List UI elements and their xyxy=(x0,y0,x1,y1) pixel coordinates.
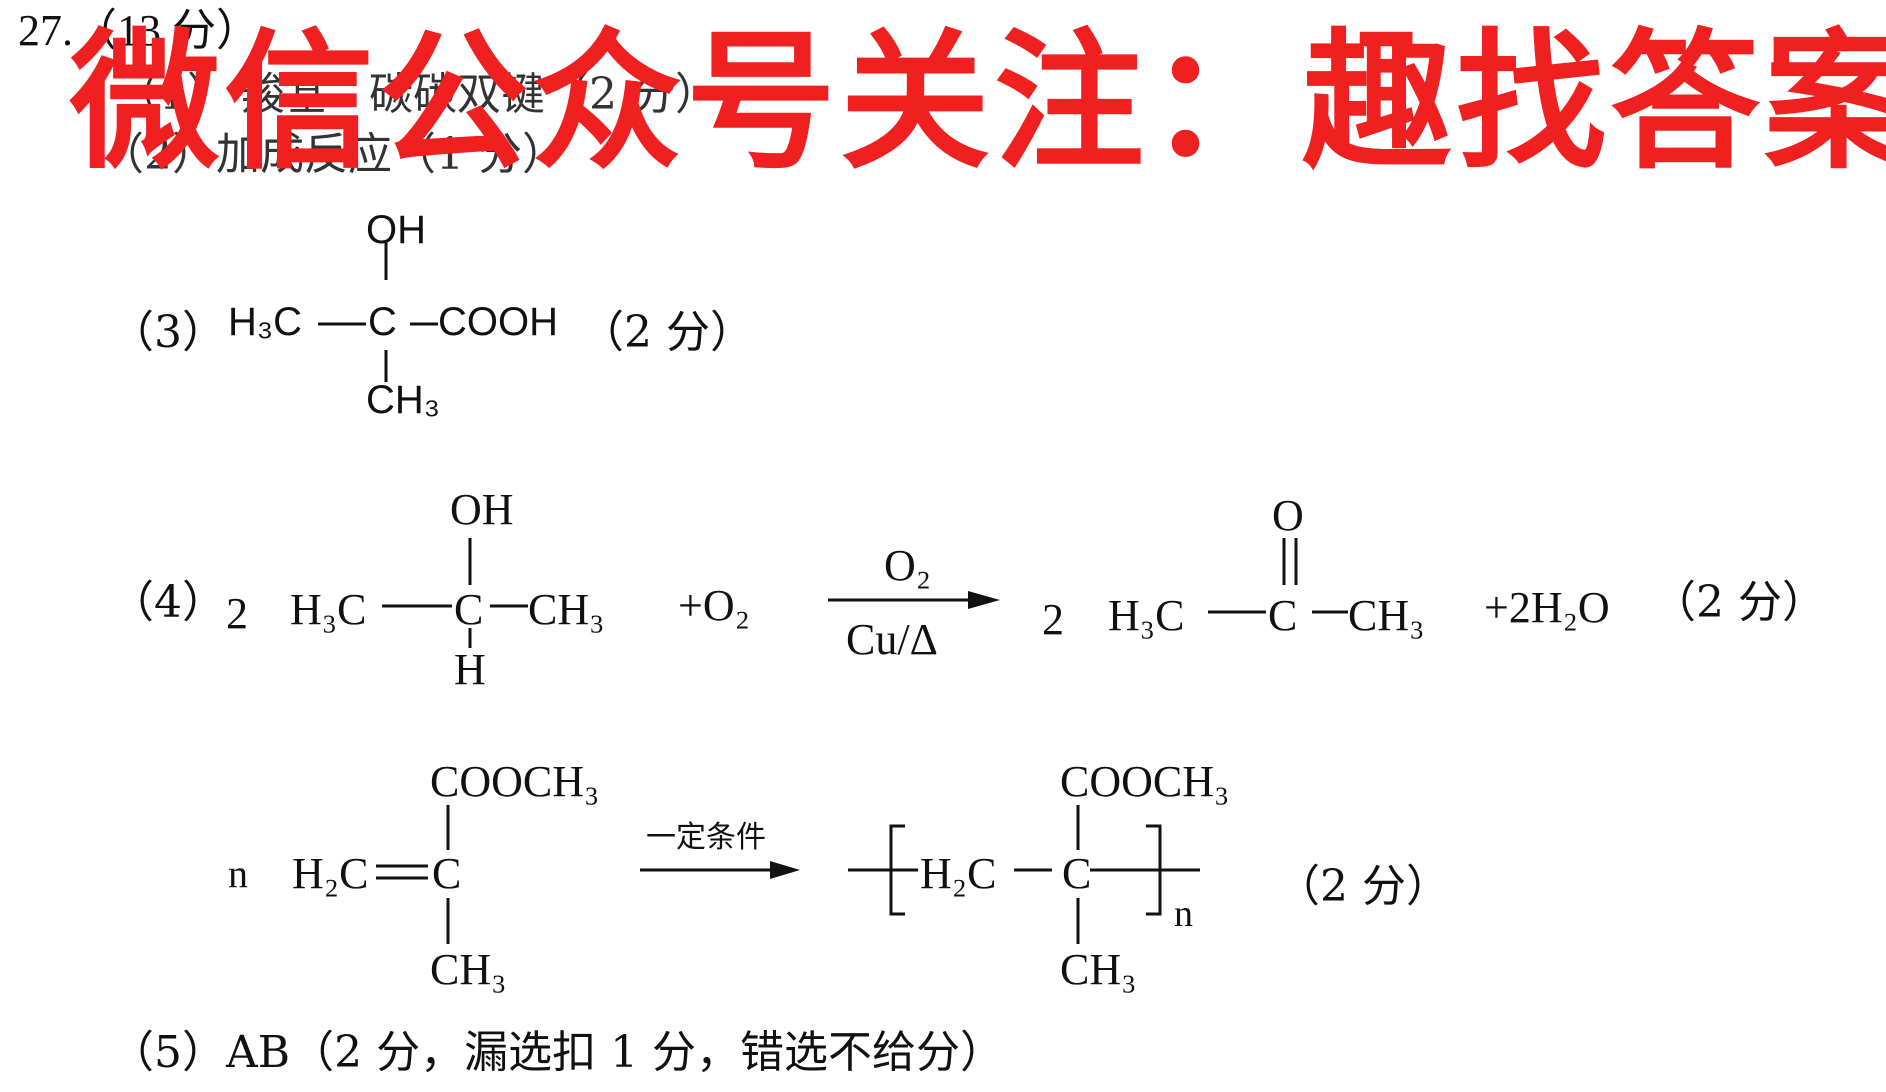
q2-score: （1 分） xyxy=(392,129,566,180)
q4b-cooch3: COOCH₃ xyxy=(430,757,600,806)
q4-carbonyl-carbon: C xyxy=(1268,591,1298,640)
polymer-ch3: CH₃ xyxy=(1060,945,1137,994)
q4b-n: n xyxy=(228,851,248,896)
q4b-arrow-condition: 一定条件 xyxy=(646,820,766,855)
q4b-h2c: H₂C xyxy=(292,849,369,898)
q4-h3c-product: H₃C xyxy=(1108,591,1185,640)
q2-answer: 加成反应 xyxy=(216,129,392,180)
q4-h3c: H₃C xyxy=(290,585,367,634)
q2-number: （2） xyxy=(100,129,216,180)
q3-h3c: H₃C xyxy=(228,300,303,344)
polymer-carbon: C xyxy=(1062,849,1092,898)
question-number: 27.（13 分） xyxy=(18,6,260,55)
q1-answer-2: 碳碳双键 xyxy=(369,69,545,120)
q4-plus-o2: +O₂ xyxy=(678,581,750,630)
q1-answer-1: 羧基 xyxy=(241,69,329,120)
q3-cooh: COOH xyxy=(438,300,558,344)
q1-score: （2 分） xyxy=(545,69,719,120)
q4b-score: （2 分） xyxy=(1276,861,1450,912)
q5-answer: AB（2 分，漏选扣 1 分，错选不给分） xyxy=(226,1027,1005,1078)
q4-coefficient-1: 2 xyxy=(226,589,248,638)
q4-h: H xyxy=(454,645,486,694)
polymer-left-bracket xyxy=(889,824,905,916)
q4b-ch3: CH₃ xyxy=(430,945,507,994)
polymer-cooch3: COOCH₃ xyxy=(1060,757,1230,806)
q4b-arrow-head xyxy=(770,861,800,879)
q4-arrow-bottom-label: Cu/Δ xyxy=(846,615,938,664)
polymer-h2c: H₂C xyxy=(920,849,997,898)
q4b-carbon: C xyxy=(432,849,462,898)
q3-ch3: CH₃ xyxy=(366,378,441,422)
q4-ch3-product: CH₃ xyxy=(1348,591,1425,640)
q4-coefficient-2: 2 xyxy=(1042,595,1064,644)
q4-oxygen: O xyxy=(1272,491,1304,540)
q4-plus-water: +2H₂O xyxy=(1484,583,1610,632)
q4-oh: OH xyxy=(450,485,514,534)
q3-central-carbon: C xyxy=(368,300,397,344)
q4-arrow-top-label: O₂ xyxy=(884,541,932,590)
polymer-right-bracket xyxy=(1146,824,1162,916)
q4-score: （2 分） xyxy=(1652,577,1826,628)
q4-number: （4） xyxy=(110,577,226,628)
q2-line: （2）加成反应（1 分） xyxy=(100,118,566,182)
q5-number: （5） xyxy=(110,1027,226,1078)
q1-line: （1）羧基碳碳双键（2 分） xyxy=(115,58,719,122)
q4-arrow-head xyxy=(968,591,1000,609)
watermark-text: 微信公众号关注：趣找答案 xyxy=(70,16,1886,190)
q3-oh: OH xyxy=(366,208,426,252)
q4-ch3: CH₃ xyxy=(528,585,605,634)
q3-number: （3） xyxy=(110,307,226,358)
q1-number: （1） xyxy=(115,69,231,120)
polymer-subscript-n: n xyxy=(1174,893,1193,935)
q4-central-carbon: C xyxy=(454,585,484,634)
q5-line: （5）AB（2 分，漏选扣 1 分，错选不给分） xyxy=(110,1016,1004,1080)
q3-score: （2 分） xyxy=(580,307,754,358)
